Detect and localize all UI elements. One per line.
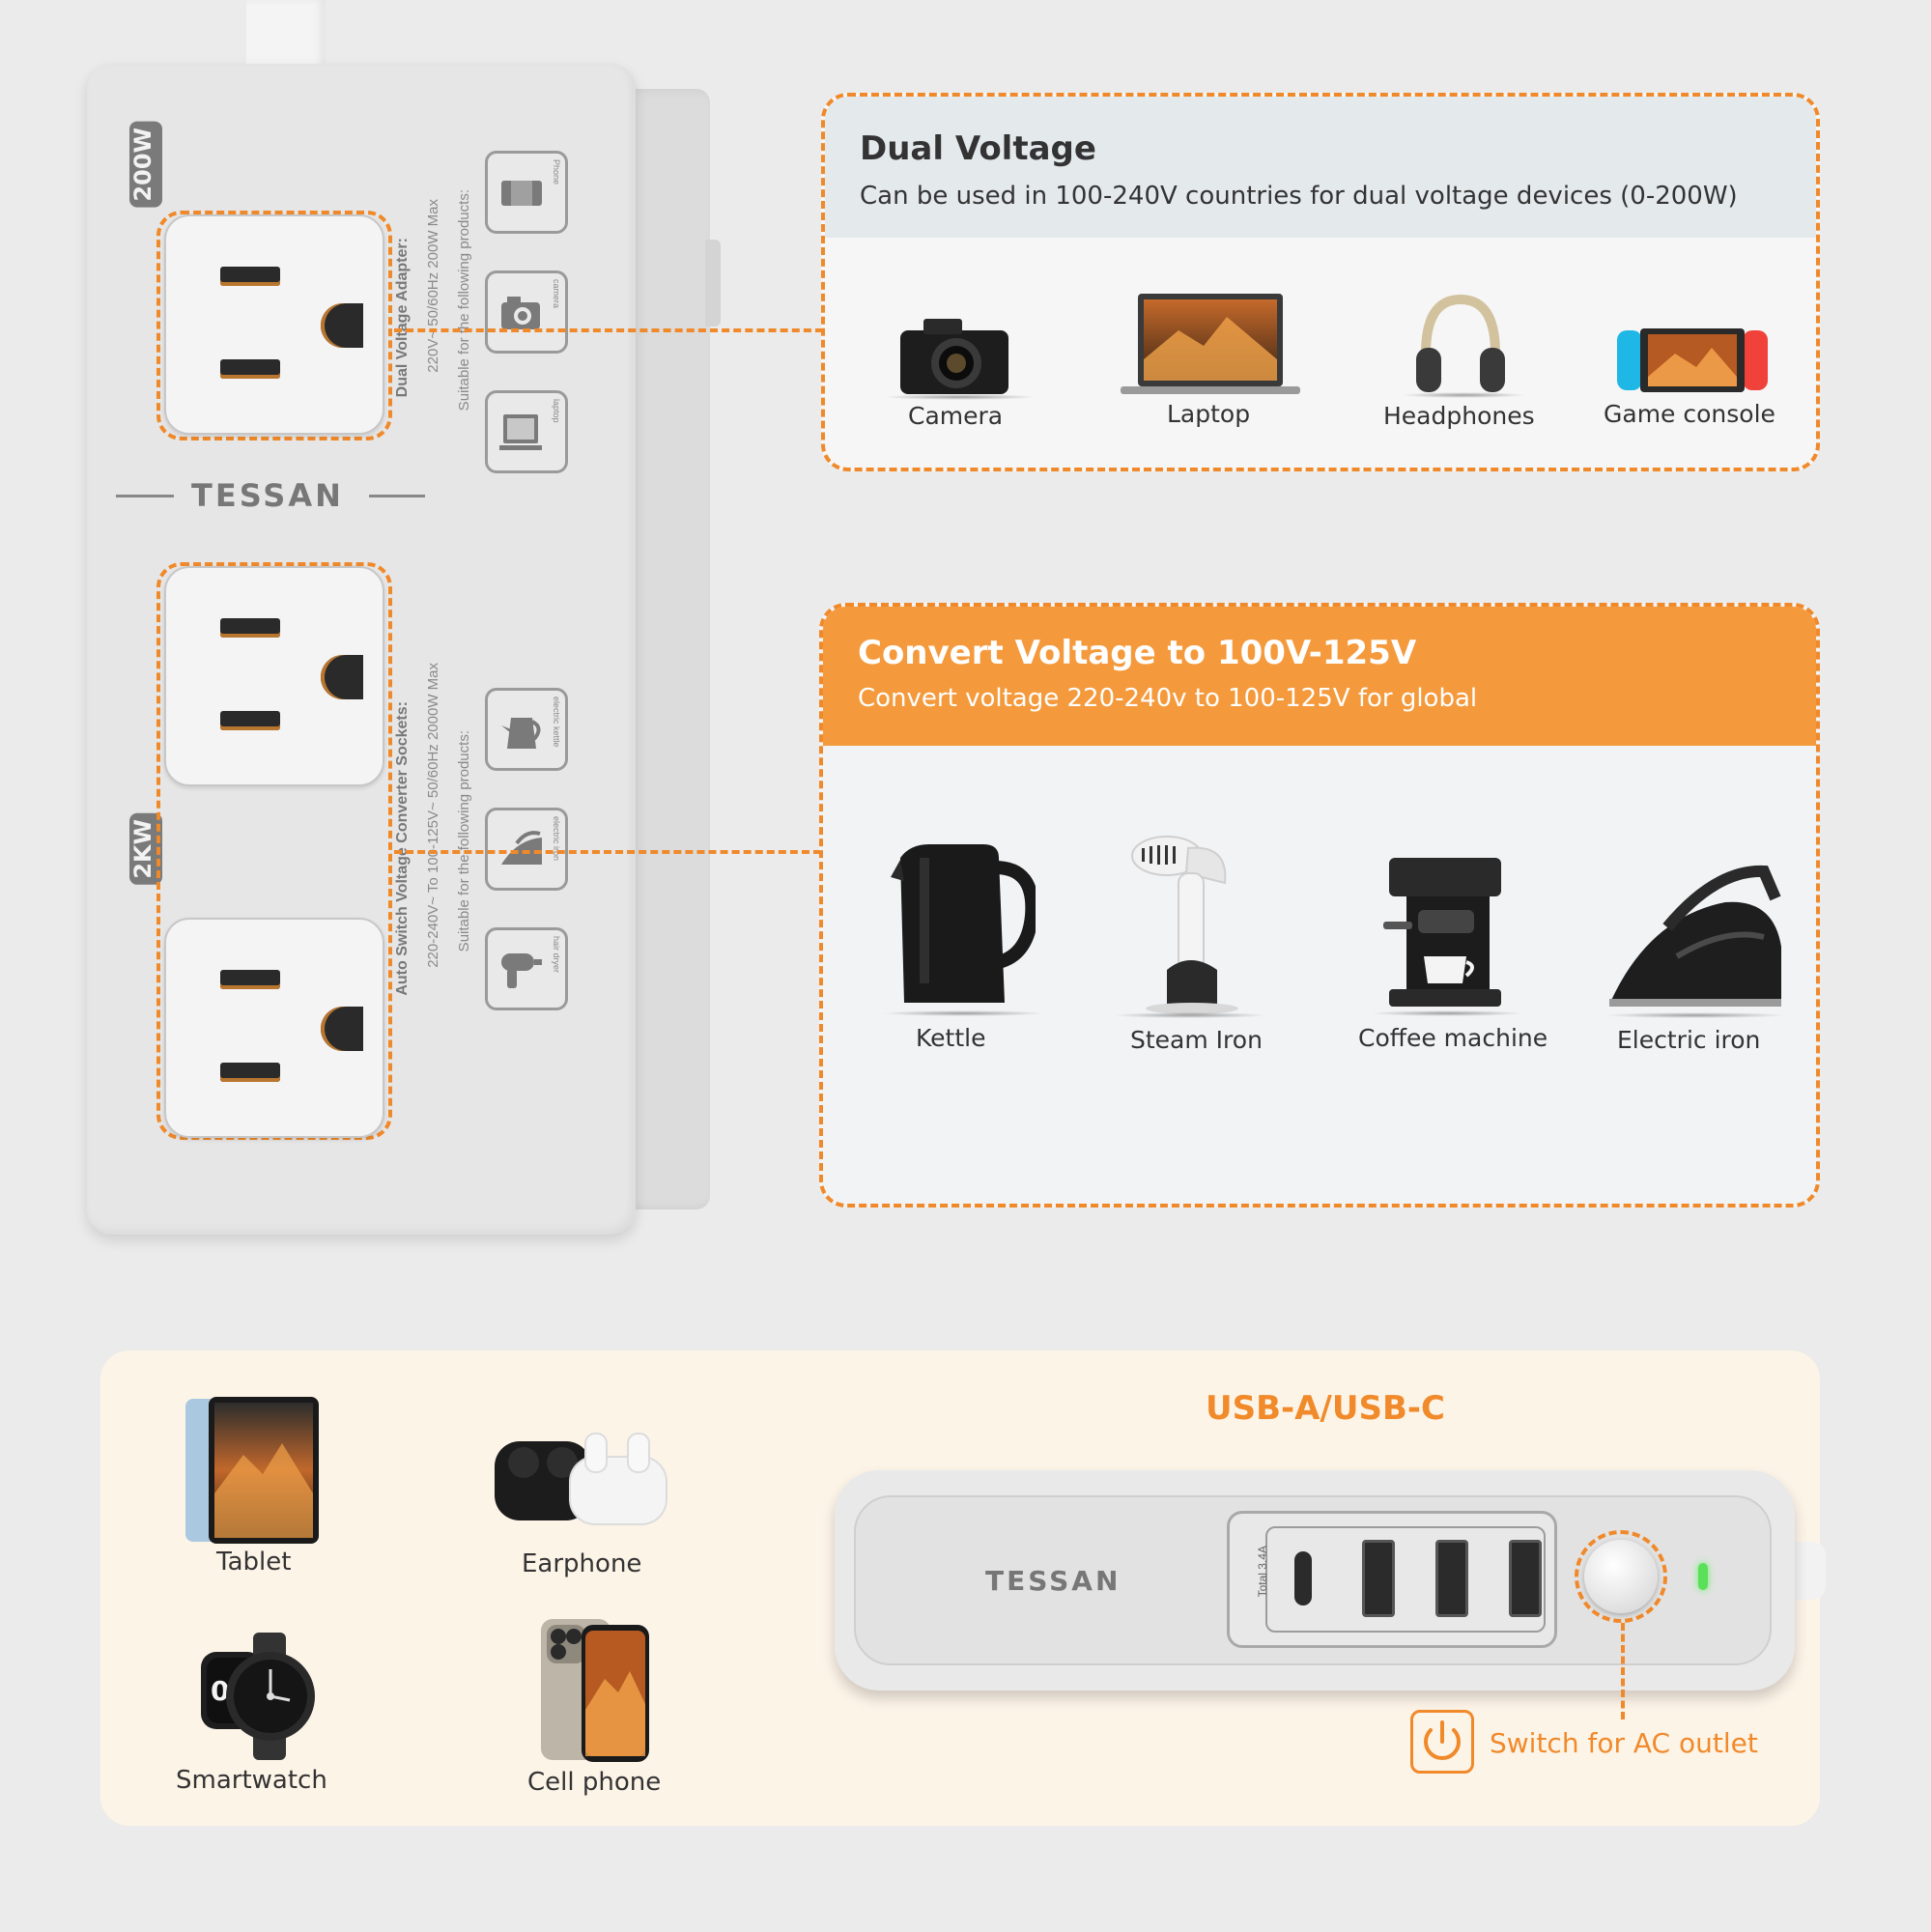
usb-title: USB-A/USB-C xyxy=(1206,1389,1445,1428)
wattage-badge-200w: 200W xyxy=(129,122,162,208)
cell-phone-icon xyxy=(541,1617,649,1766)
ac-switch-button[interactable] xyxy=(1584,1540,1658,1613)
usb-total-rating: Total 3.4A xyxy=(1256,1546,1269,1598)
dual-item-game-console: Game console xyxy=(1604,400,1775,428)
dual-item-headphones: Headphones xyxy=(1383,402,1535,430)
dual-item-camera: Camera xyxy=(908,402,1004,430)
outlet-highlight-bottom xyxy=(156,562,392,1140)
divider-left xyxy=(116,495,174,497)
converter-spec-title: Auto Switch Voltage Converter Sockets: xyxy=(394,701,411,996)
usb-a-port-1[interactable] xyxy=(1362,1540,1395,1617)
steam-iron-icon xyxy=(1128,835,1244,1020)
power-icon xyxy=(1410,1710,1474,1774)
laptop-icon xyxy=(1121,292,1300,402)
convert-voltage-title: Convert Voltage to 100V-125V xyxy=(858,634,1417,672)
connector-convert xyxy=(394,850,821,854)
outlet-highlight-top xyxy=(156,211,392,440)
strip-side-button xyxy=(705,240,721,327)
converter-spec-suitable: Suitable for the following products: xyxy=(456,730,472,952)
coffee-machine-icon xyxy=(1383,854,1507,1012)
device-cell-phone: Cell phone xyxy=(527,1768,662,1797)
headphones-icon xyxy=(1412,294,1509,402)
iron-icon: electric iron xyxy=(485,808,568,891)
convert-voltage-subtitle: Convert voltage 220-240v to 100-125V for… xyxy=(858,684,1478,713)
usb-strip-brand: TESSAN xyxy=(985,1565,1122,1597)
dual-item-laptop: Laptop xyxy=(1167,400,1251,428)
power-strip: 200W 2KW TESSAN Dual Voltage Adapter: 22… xyxy=(87,64,636,1235)
adapter-spec-suitable: Suitable for the following products: xyxy=(456,189,472,412)
convert-voltage-panel: Convert Voltage to 100V-125V Convert vol… xyxy=(819,603,1820,1208)
usb-port-frame xyxy=(1265,1526,1546,1633)
hair-dryer-icon: hair dryer xyxy=(485,927,568,1010)
converter-spec-rating: 220-240V~ To 100-125V~ 50/60Hz 2000W Max xyxy=(425,663,441,968)
convert-item-steam-iron: Steam Iron xyxy=(1130,1026,1263,1054)
brand-logo: TESSAN xyxy=(191,477,344,514)
dual-voltage-header xyxy=(825,97,1816,238)
dual-voltage-panel: Dual Voltage Can be used in 100-240V cou… xyxy=(821,93,1820,471)
adapter-spec-rating: 220V~ 50/60Hz 200W Max xyxy=(425,199,441,373)
convert-item-kettle: Kettle xyxy=(916,1024,986,1052)
phone-icon: Phone xyxy=(485,151,568,234)
convert-item-electric-iron: Electric iron xyxy=(1617,1026,1761,1054)
outlet-dual-voltage[interactable] xyxy=(164,214,384,435)
device-tablet: Tablet xyxy=(216,1548,292,1577)
convert-voltage-header xyxy=(823,607,1816,746)
dual-voltage-title: Dual Voltage xyxy=(860,129,1096,168)
camera-icon xyxy=(896,315,1012,400)
convert-item-coffee-machine: Coffee machine xyxy=(1358,1024,1548,1052)
kettle-icon xyxy=(891,838,1039,1014)
device-earphone: Earphone xyxy=(522,1549,642,1578)
adapter-spec-title: Dual Voltage Adapter: xyxy=(394,238,411,398)
outlet-converter-1[interactable] xyxy=(164,566,384,786)
power-led xyxy=(1698,1563,1708,1590)
outlet-converter-2[interactable] xyxy=(164,918,384,1138)
device-smartwatch: Smartwatch xyxy=(176,1766,327,1795)
game-console-icon xyxy=(1617,327,1768,398)
dual-voltage-subtitle: Can be used in 100-240V countries for du… xyxy=(860,182,1738,211)
usb-a-port-3[interactable] xyxy=(1509,1540,1542,1617)
smartwatch-icon: 09 xyxy=(201,1633,321,1764)
switch-connector xyxy=(1621,1623,1625,1719)
divider-right xyxy=(369,495,425,497)
kettle-icon: electric kettle xyxy=(485,688,568,771)
earphone-icon xyxy=(493,1428,670,1532)
usb-a-port-2[interactable] xyxy=(1435,1540,1468,1617)
switch-highlight xyxy=(1575,1530,1667,1623)
usb-c-port[interactable] xyxy=(1294,1551,1312,1605)
electric-iron-icon xyxy=(1609,860,1785,1014)
switch-label: Switch for AC outlet xyxy=(1490,1727,1758,1759)
tablet-icon xyxy=(185,1397,319,1548)
connector-dual xyxy=(394,328,823,332)
laptop-icon: laptop xyxy=(485,390,568,473)
camera-icon: camera xyxy=(485,270,568,354)
